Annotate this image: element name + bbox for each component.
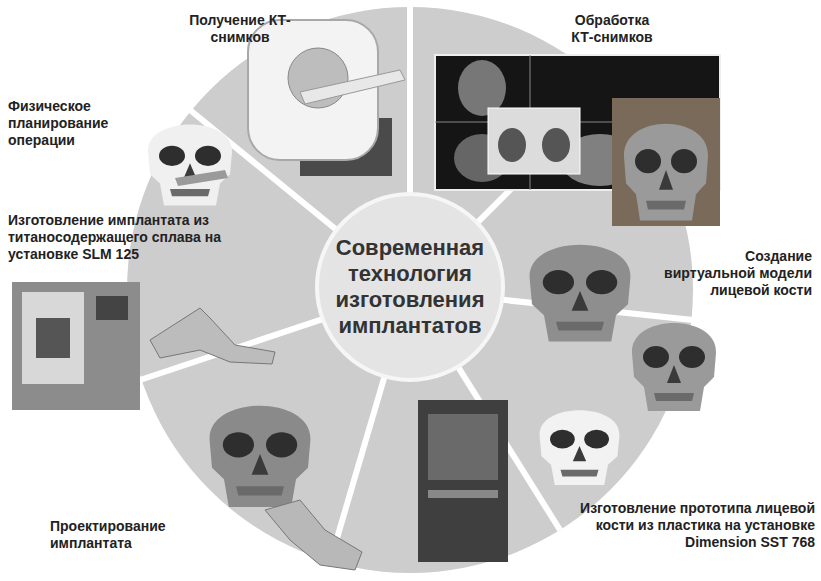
fitted-implant (175, 170, 228, 186)
dimension-printer (418, 400, 508, 562)
skull-render (624, 124, 708, 221)
center-title: Современная технология изготовления импл… (324, 235, 496, 339)
center-circle: Современная технология изготовления импл… (315, 192, 505, 382)
control-screen (96, 296, 128, 320)
machine-body (12, 282, 140, 410)
ct-slice (542, 128, 570, 162)
stage-label: Изготовление прототипа лицевой кости из … (560, 500, 815, 551)
build-chamber (36, 318, 70, 358)
virtual-skull-model (632, 323, 716, 411)
skull-render-background (612, 98, 720, 226)
plastic-skull-prototype (540, 410, 620, 485)
machine-door (22, 292, 84, 384)
stage-label: Создание виртуальной модели лицевой кост… (652, 248, 812, 299)
skull-with-implant-model (210, 406, 311, 507)
slm-machine (12, 282, 140, 410)
physical-skull-model (148, 125, 232, 206)
virtual-skull-model (530, 245, 631, 342)
stage-label: Обработка КТ-снимков (562, 12, 662, 46)
printer-panel (428, 490, 498, 498)
ct-slice (498, 128, 526, 162)
stage-label: Проектирование имплантата (50, 518, 180, 552)
ct-scanner (248, 20, 405, 176)
printer-body (418, 400, 508, 562)
implant-model (265, 500, 362, 570)
popup-window (488, 108, 580, 174)
stage-label: Получение КТ-снимков (188, 12, 292, 46)
titanium-implant (150, 308, 275, 364)
stage-label: Физическое планирование операции (8, 98, 120, 149)
stage-label: Изготовление имплантата из титаносодержа… (8, 212, 263, 263)
scanner-table (300, 70, 405, 104)
printer-window (428, 414, 498, 480)
